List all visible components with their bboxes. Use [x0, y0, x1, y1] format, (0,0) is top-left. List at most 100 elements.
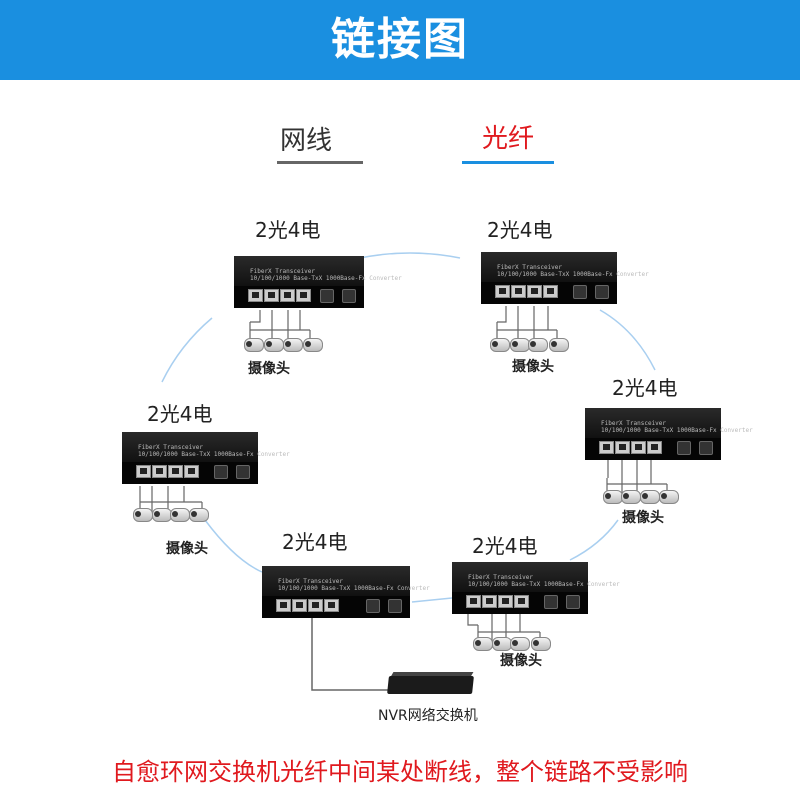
rj45-port-hole	[470, 598, 477, 604]
rj45-port-hole	[300, 292, 307, 298]
camera-lens	[623, 493, 629, 499]
device-panel-line2: 10/100/1000 Base-TxX 1000Base-Fx Convert…	[250, 275, 402, 282]
camera-icon	[531, 637, 551, 651]
camera-lens	[533, 640, 539, 646]
rj45-port	[276, 599, 291, 612]
device-panel-line2: 10/100/1000 Base-TxX 1000Base-Fx Convert…	[601, 427, 753, 434]
camera-lens	[605, 493, 611, 499]
camera-icon	[473, 637, 493, 651]
device-panel-line1: FiberX Transceiver	[497, 264, 563, 271]
camera-icon	[510, 338, 530, 352]
device-label: 2光4电	[147, 402, 213, 426]
device-panel-line1: FiberX Transceiver	[250, 268, 316, 275]
camera-icon	[549, 338, 569, 352]
rj45-port	[308, 599, 323, 612]
rj45-port	[248, 289, 263, 302]
camera-wires	[139, 306, 668, 644]
camera-icon	[510, 637, 530, 651]
camera-lens	[512, 341, 518, 347]
wire-link-nvr	[311, 618, 390, 691]
rj45-port	[599, 441, 614, 454]
fiber-port	[677, 441, 691, 455]
camera-lens	[661, 493, 667, 499]
fiber-port	[342, 289, 356, 303]
device-label: 2光4电	[612, 376, 678, 400]
camera-label: 摄像头	[500, 653, 542, 669]
camera-label: 摄像头	[622, 510, 664, 526]
rj45-port-hole	[284, 292, 291, 298]
device-panel-line2: 10/100/1000 Base-TxX 1000Base-Fx Convert…	[138, 451, 290, 458]
rj45-port	[647, 441, 662, 454]
rj45-port-hole	[518, 598, 525, 604]
rj45-port-hole	[499, 288, 506, 294]
page-title: 链接图	[331, 14, 469, 65]
device-panel-line1: FiberX Transceiver	[468, 574, 534, 581]
device-panel-line1: FiberX Transceiver	[278, 578, 344, 585]
rj45-port-hole	[268, 292, 275, 298]
fiber-link-right-bottom	[569, 519, 619, 561]
camera-icon	[170, 508, 190, 522]
fiber-port	[366, 599, 380, 613]
camera-icon	[283, 338, 303, 352]
camera-lens	[191, 511, 197, 517]
device-panel-line2: 10/100/1000 Base-TxX 1000Base-Fx Convert…	[468, 581, 620, 588]
rj45-port-hole	[140, 468, 147, 474]
rj45-port	[152, 465, 167, 478]
rj45-port	[543, 285, 558, 298]
camera-lens	[530, 341, 536, 347]
camera-icon	[659, 490, 679, 504]
rj45-port	[511, 285, 526, 298]
device-label: 2光4电	[487, 218, 553, 242]
fiber-port	[388, 599, 402, 613]
camera-lens	[305, 341, 311, 347]
rj45-port-hole	[651, 444, 658, 450]
legend-fiber-label: 光纤	[482, 124, 535, 154]
camera-lens	[551, 341, 557, 347]
device-label: 2光4电	[255, 218, 321, 242]
footer-note: 自愈环网交换机光纤中间某处断线，整个链路不受影响	[112, 758, 688, 786]
camera-lens	[246, 341, 252, 347]
legend-wire-label: 网线	[280, 126, 333, 156]
header-banner: 链接图	[0, 0, 800, 80]
rj45-port	[615, 441, 630, 454]
fiber-port	[595, 285, 609, 299]
rj45-port	[296, 289, 311, 302]
camera-icon	[189, 508, 209, 522]
rj45-port-hole	[280, 602, 287, 608]
camera-label: 摄像头	[248, 361, 290, 377]
camera-icon	[244, 338, 264, 352]
rj45-port	[495, 285, 510, 298]
fiber-link-top-right	[599, 309, 656, 371]
camera-icon	[152, 508, 172, 522]
rj45-port	[466, 595, 481, 608]
rj45-port	[527, 285, 542, 298]
rj45-port-hole	[635, 444, 642, 450]
rj45-port-hole	[531, 288, 538, 294]
camera-lens	[285, 341, 291, 347]
camera-icon	[490, 338, 510, 352]
camera-label: 摄像头	[512, 359, 554, 375]
camera-icon	[528, 338, 548, 352]
camera-icon	[603, 490, 623, 504]
rj45-port-hole	[252, 292, 259, 298]
fiber-link-left-bottom	[204, 519, 263, 573]
rj45-port	[498, 595, 513, 608]
fiber-port	[544, 595, 558, 609]
rj45-port-hole	[619, 444, 626, 450]
camera-icon	[264, 338, 284, 352]
nvr-device	[387, 676, 474, 694]
device-panel-line1: FiberX Transceiver	[601, 420, 667, 427]
camera-icon	[303, 338, 323, 352]
camera-lens	[154, 511, 160, 517]
